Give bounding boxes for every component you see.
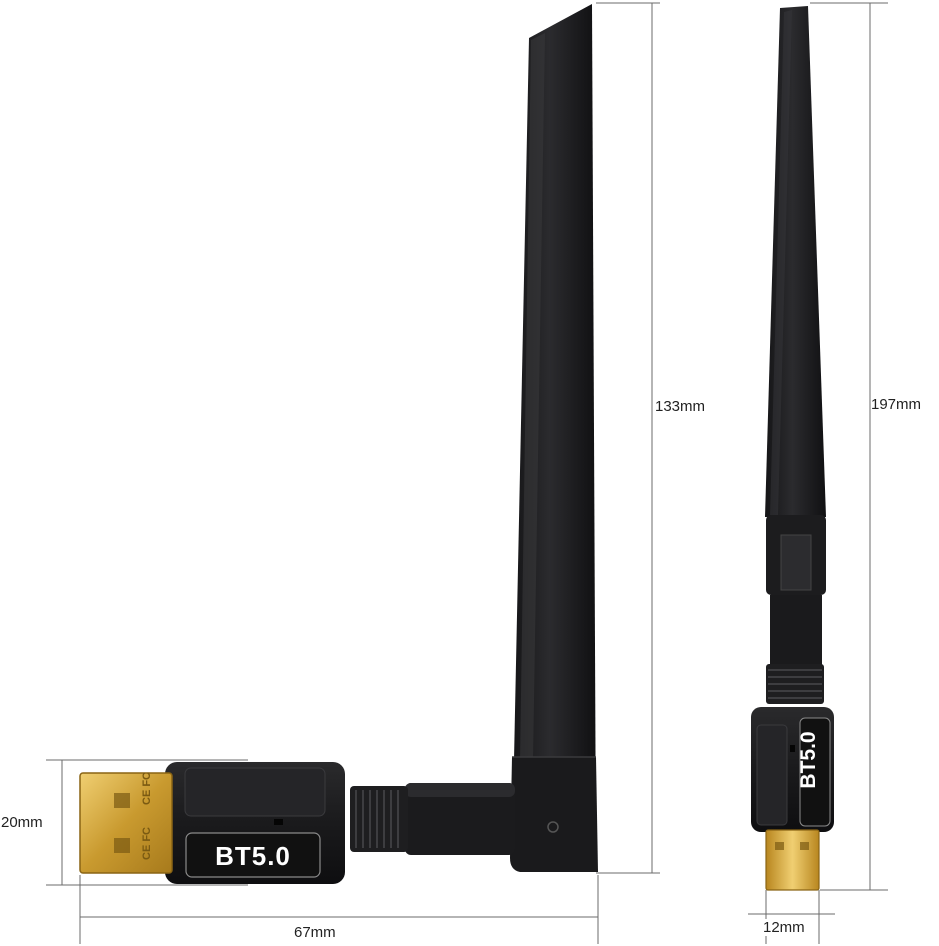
antenna-hinge-dot (547, 821, 559, 833)
usb-slot-top (114, 793, 130, 808)
dimension-label-20mm: 20mm (1, 814, 43, 831)
dimension-label-67mm: 67mm (294, 924, 336, 941)
adapter-side-view: BT5.0 (751, 6, 834, 891)
badge-side-text: BT5.0 (797, 731, 820, 788)
dimension-lines (46, 2, 888, 944)
badge-side (799, 717, 831, 827)
badge-front-text: BT5.0 (215, 841, 291, 871)
side-usb-plug (766, 830, 819, 890)
usb-plug (80, 773, 172, 873)
dimension-label-133mm: 133mm (655, 398, 706, 415)
antenna-connector (405, 783, 515, 855)
plug-marks-top: CE FC (141, 772, 153, 805)
side-knurled-nut (766, 664, 824, 704)
dimension-label-197mm: 197mm (871, 396, 922, 413)
dimension-label-12mm: 12mm (763, 919, 805, 936)
led-indicator (274, 819, 283, 825)
usb-slot-bottom (114, 838, 130, 853)
knurled-nut (350, 786, 408, 852)
badge-front (185, 832, 321, 878)
antenna-base (510, 757, 598, 872)
adapter-front-view: BT5.0 CE FC CE FC (79, 4, 598, 884)
side-antenna (765, 6, 826, 517)
antenna-highlight (520, 33, 545, 760)
plug-marks-bottom: CE FC (141, 827, 153, 860)
